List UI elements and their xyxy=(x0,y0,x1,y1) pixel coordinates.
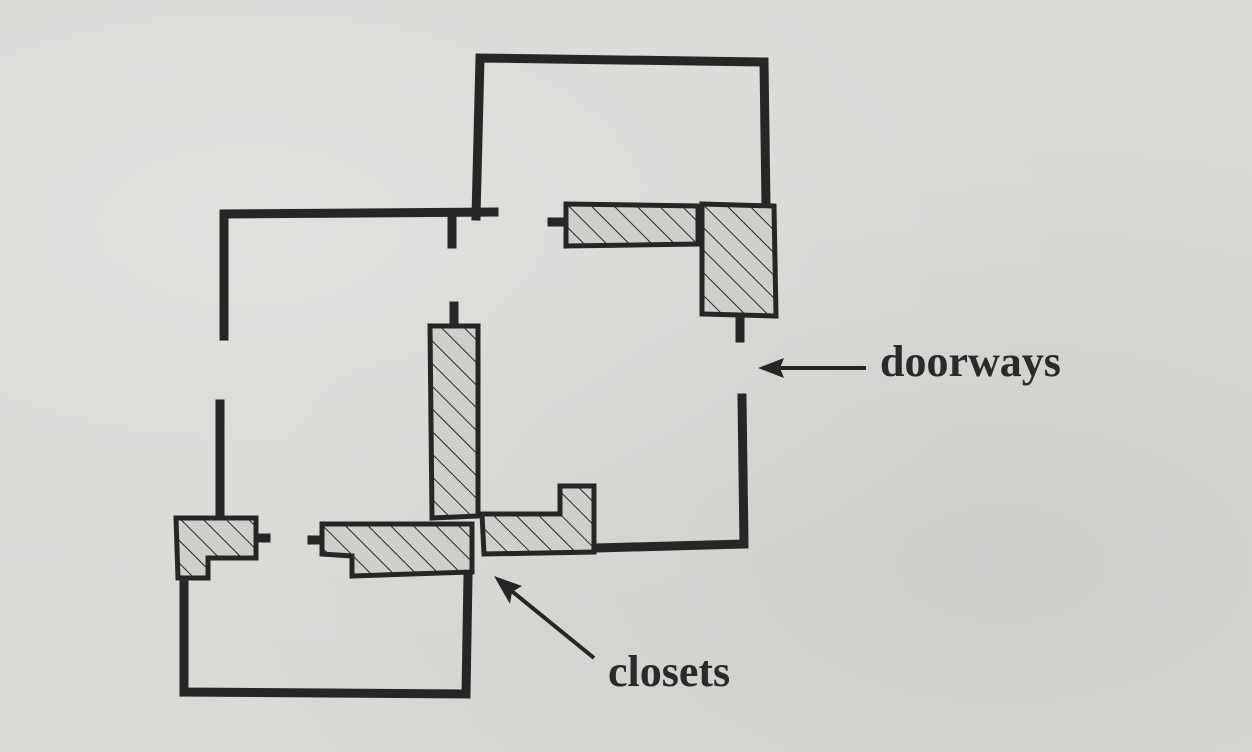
closets-arrow-line xyxy=(506,586,596,660)
wall-bottom-room xyxy=(179,571,473,699)
closet-upper-horizontal xyxy=(563,201,701,249)
closets-arrow-head xyxy=(494,576,522,604)
doorways-label: doorways xyxy=(880,337,1061,386)
wall-top-room xyxy=(471,53,771,221)
doorways-arrow-head xyxy=(758,358,784,378)
closet-bottom-center xyxy=(319,521,475,579)
annotations xyxy=(494,358,866,660)
closets-label: closets xyxy=(608,647,731,696)
walls xyxy=(179,53,771,699)
closet-interior-vertical xyxy=(427,323,481,521)
wall-left-room-top xyxy=(219,207,499,341)
closets xyxy=(173,201,779,581)
wall-right-lower xyxy=(591,393,749,553)
closet-bottom-left xyxy=(173,515,259,581)
closet-bottom-middle xyxy=(479,483,597,557)
closet-upper-right-block xyxy=(699,201,779,319)
